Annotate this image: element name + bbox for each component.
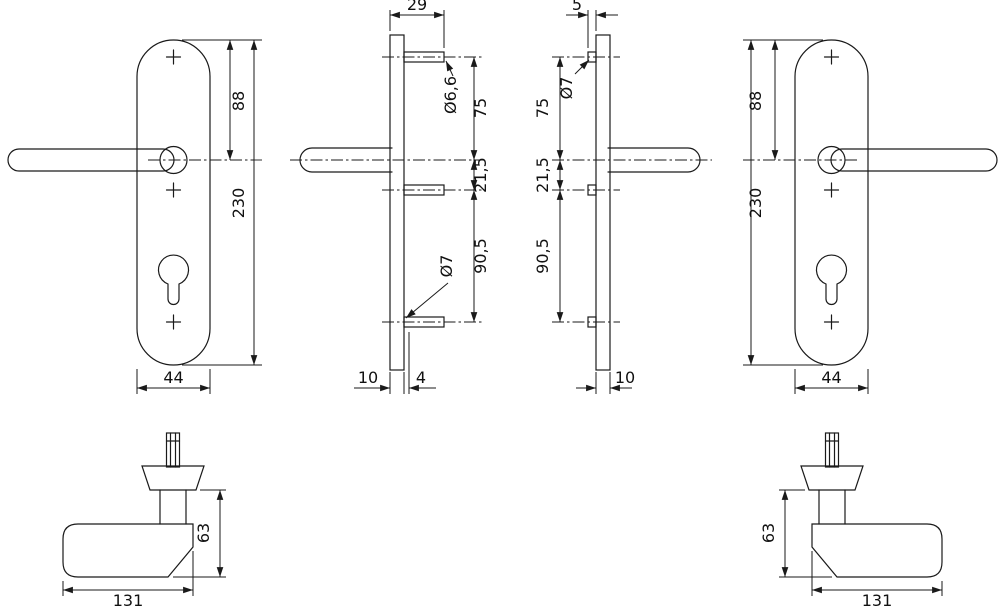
dim-75-label: 75 xyxy=(471,98,490,118)
centerlines xyxy=(290,56,484,323)
dim-88-label: 88 xyxy=(746,91,765,111)
view-side-left: 29 Ø6,6 75 21,5 90,5 Ø7 10 4 xyxy=(290,0,490,394)
side-left-geometry xyxy=(290,34,484,371)
dim-10-label: 10 xyxy=(615,368,635,387)
front-left-geometry xyxy=(8,40,262,394)
view-front-left: 88 230 44 xyxy=(8,40,262,394)
dim-44-label: 44 xyxy=(821,368,841,387)
plate-edge-outline xyxy=(595,34,611,371)
dimension-lines xyxy=(556,10,632,394)
dim-10-label: 10 xyxy=(358,368,378,387)
dia-7-label: Ø7 xyxy=(437,255,456,278)
top-right-geometry xyxy=(779,433,942,596)
dim-63-label: 63 xyxy=(759,523,778,543)
dim-88-label: 88 xyxy=(229,91,248,111)
plate-edge-outline xyxy=(389,34,405,371)
centerlines xyxy=(552,56,712,323)
dim-90-5-label: 90,5 xyxy=(471,238,490,274)
side-right-geometry xyxy=(552,34,712,371)
top-left-geometry xyxy=(63,433,226,596)
dim-131-label: 131 xyxy=(113,591,144,609)
fixing-lugs xyxy=(587,51,597,328)
dim-5-label: 5 xyxy=(572,0,582,14)
dimension-lines xyxy=(354,10,478,394)
dim-230-label: 230 xyxy=(229,188,248,219)
view-top-left: 63 131 xyxy=(63,433,226,609)
dia-6-6-label: Ø6,6 xyxy=(441,76,460,114)
dim-21-5-label: 21,5 xyxy=(533,157,552,193)
front-right-geometry xyxy=(743,40,997,394)
dim-21-5-label: 21,5 xyxy=(471,157,490,193)
dim-75-label: 75 xyxy=(533,98,552,118)
view-side-right: 5 Ø7 75 21,5 90,5 10 xyxy=(533,0,712,394)
view-front-right: 88 230 44 xyxy=(743,40,997,394)
dim-29-label: 29 xyxy=(407,0,427,14)
view-top-right: 63 131 xyxy=(759,433,942,609)
dim-63-label: 63 xyxy=(194,523,213,543)
fixing-screws xyxy=(403,51,445,328)
dim-131-label: 131 xyxy=(862,591,893,609)
dim-44-label: 44 xyxy=(163,368,183,387)
dim-4-label: 4 xyxy=(416,368,426,387)
dia-7-label: Ø7 xyxy=(557,77,576,100)
dim-90-5-label: 90,5 xyxy=(533,238,552,274)
dim-230-label: 230 xyxy=(746,188,765,219)
